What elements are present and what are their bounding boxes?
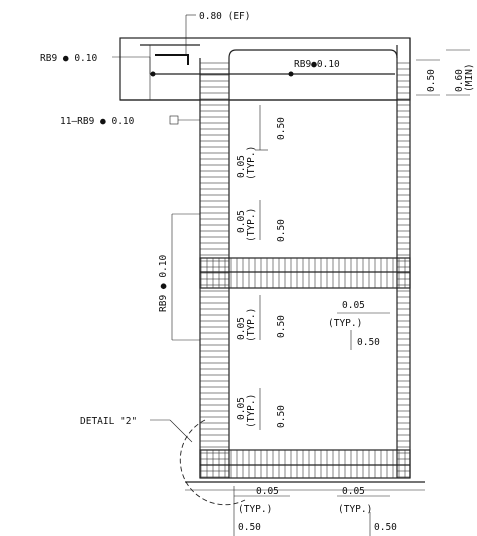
label-rb9-inner: RB9●0.10 <box>294 59 340 70</box>
leader-lines <box>112 14 200 443</box>
rebar-dot-left <box>150 71 156 77</box>
dim-c1-050: 0.50 <box>276 117 287 140</box>
label-11-rb9: 11–RB9 ● 0.10 <box>60 116 135 127</box>
middle-slab-ties <box>200 258 410 288</box>
dim-c2-005: 0.05 <box>236 210 247 233</box>
leader-11rb9-box <box>169 115 179 125</box>
wall-structure <box>119 37 425 506</box>
dim-c3-050: 0.50 <box>276 315 287 338</box>
dim-b2-005: 0.05 <box>342 486 365 497</box>
label-detail-2: DETAIL "2" <box>80 416 137 427</box>
cap-ties <box>200 60 229 100</box>
dim-b1-005: 0.05 <box>256 486 279 497</box>
top-chamber-edge <box>236 49 398 59</box>
dim-c1-typ: (TYP.) <box>246 146 257 180</box>
dim-right-060: 0.60 <box>454 69 465 92</box>
dimension-marks <box>233 49 470 536</box>
top-chamber-corner <box>228 49 237 59</box>
top-slab-outline <box>119 37 411 101</box>
dim-c2-typ: (TYP.) <box>246 208 257 242</box>
dim-c4-005: 0.05 <box>236 397 247 420</box>
dim-c4-typ: (TYP.) <box>246 394 257 428</box>
dim-r3-typ: (TYP.) <box>328 318 362 329</box>
dim-b1-typ: (TYP.) <box>238 504 272 515</box>
dim-b1-050: 0.50 <box>238 522 261 533</box>
dim-right-min: (MIN) <box>464 63 475 92</box>
dim-c3-typ: (TYP.) <box>246 308 257 342</box>
annotations: 0.80 (EF) RB9 ● 0.10 RB9●0.10 11–RB9 ● 0… <box>40 11 475 533</box>
dim-c3-005: 0.05 <box>236 317 247 340</box>
left-wall-ties <box>200 100 229 478</box>
detail-2-circle <box>179 419 246 506</box>
bottom-slab-ties <box>200 450 410 478</box>
dim-right-050: 0.50 <box>426 69 437 92</box>
dim-c2-050: 0.50 <box>276 219 287 242</box>
dim-c4-050: 0.50 <box>276 405 287 428</box>
label-rb9-vertical: RB9 ● 0.10 <box>158 255 169 312</box>
label-rb9-top-left: RB9 ● 0.10 <box>40 53 97 64</box>
dim-r3-050: 0.50 <box>357 337 380 348</box>
label-top-rebar: 0.80 (EF) <box>199 11 250 22</box>
dim-r3-005: 0.05 <box>342 300 365 311</box>
rebar-dot-mid <box>288 71 294 77</box>
cap-hook-bar <box>155 54 189 65</box>
leader-detail-diag <box>169 419 193 443</box>
dim-b2-050: 0.50 <box>374 522 397 533</box>
dim-b2-typ: (TYP.) <box>338 504 372 515</box>
dim-c1-005: 0.05 <box>236 155 247 178</box>
